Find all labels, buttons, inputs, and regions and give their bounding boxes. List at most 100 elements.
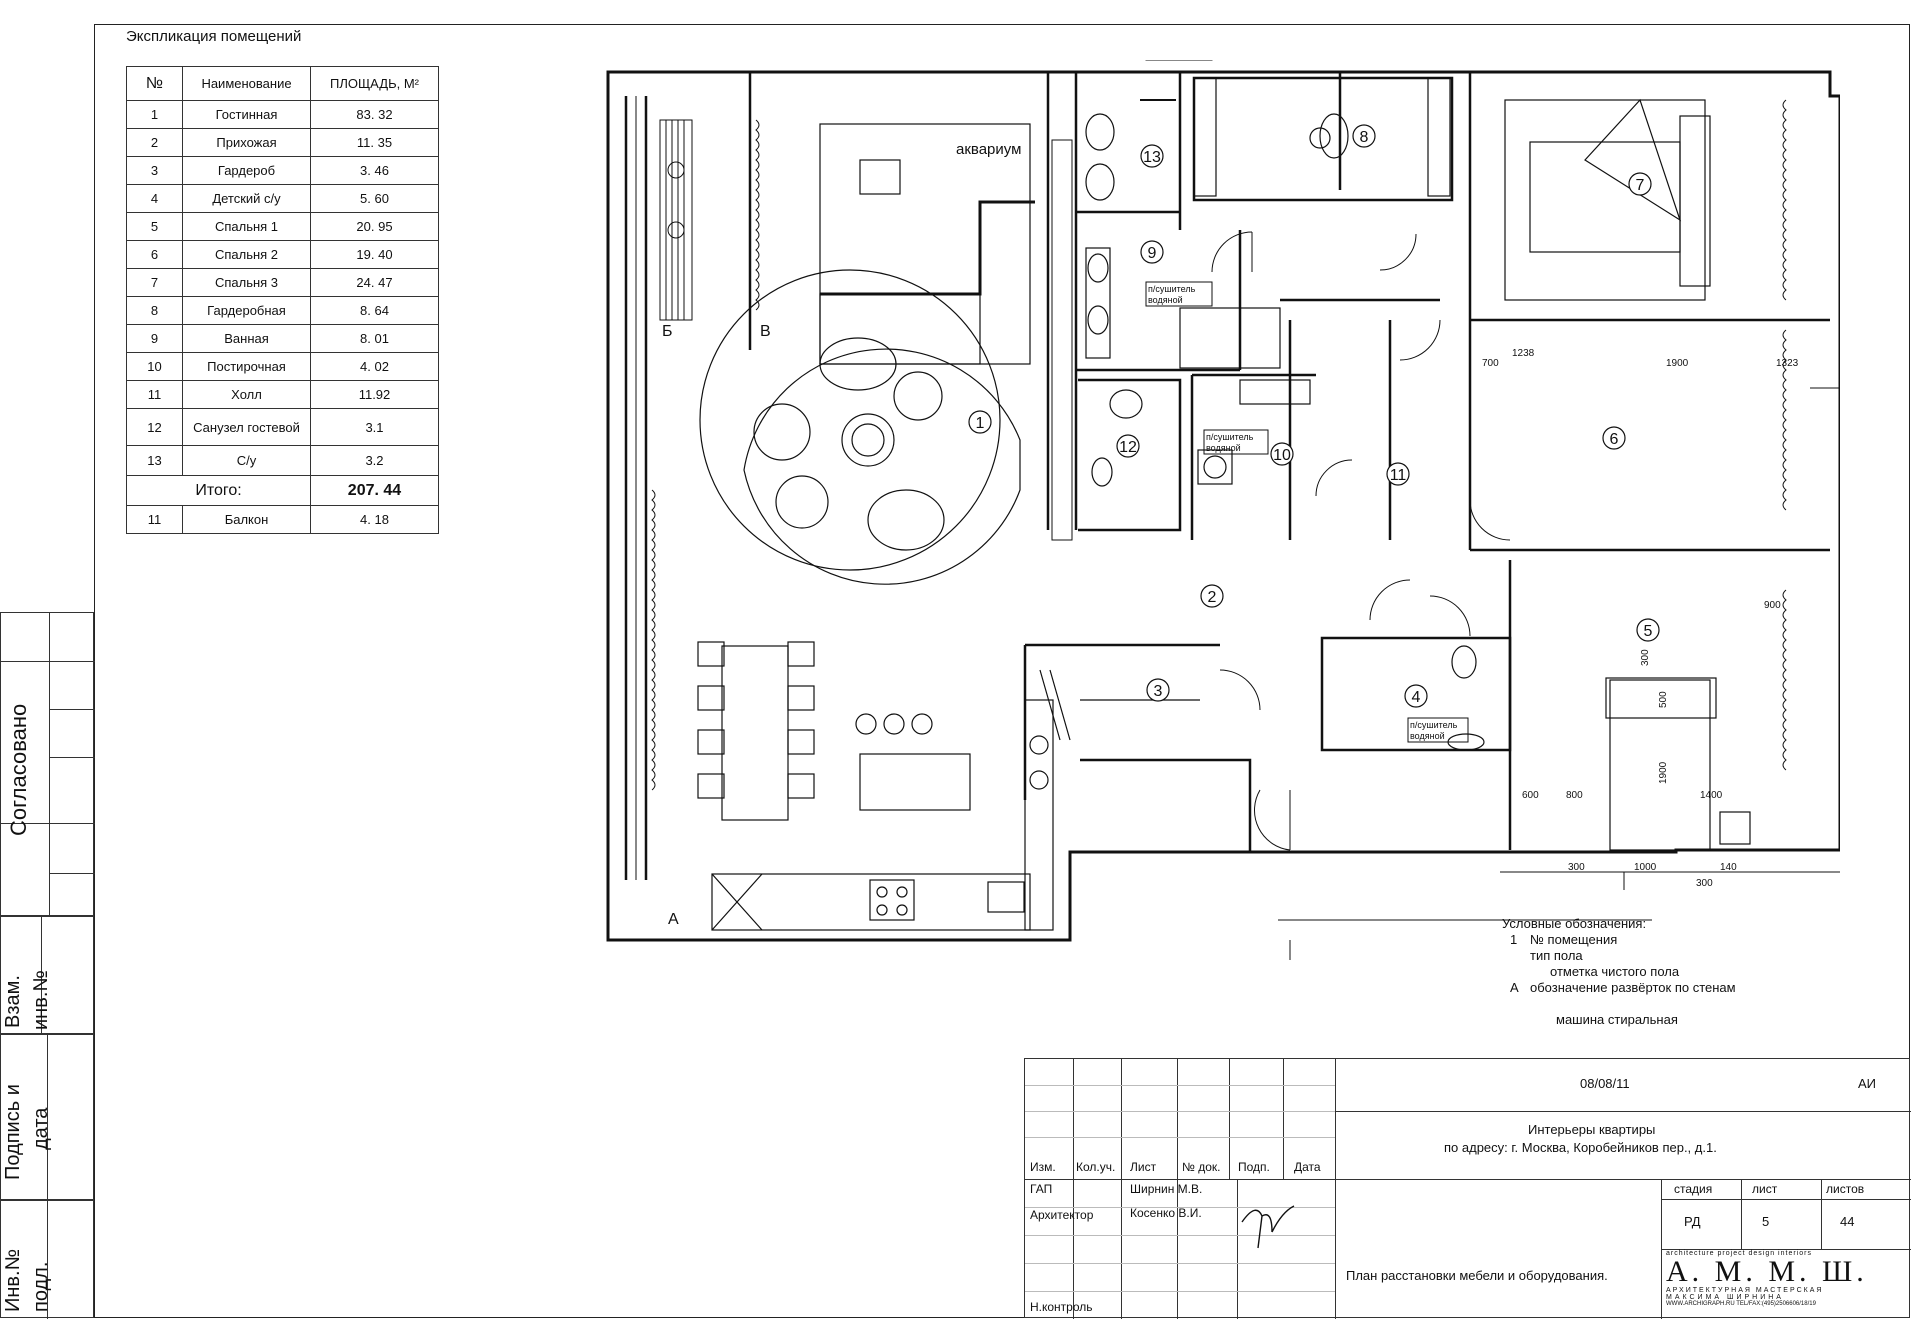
tb-code: АИ <box>1858 1076 1877 1091</box>
tb-col-doc: № док. <box>1182 1160 1221 1174</box>
title-block <box>1024 1058 1911 1319</box>
sign-date-label: дата <box>30 1107 52 1150</box>
dryer-label-8: водяной <box>1410 731 1445 741</box>
dryer-label-3: п/сушитель <box>1148 284 1196 294</box>
logo-main: А. М. М. Ш. <box>1666 1255 1868 1288</box>
curtains <box>651 99 1787 791</box>
row-name: Гардеробная <box>182 296 311 325</box>
tb-gap: ГАП <box>1030 1182 1053 1196</box>
row-area: 20. 95 <box>310 212 439 241</box>
row-name: Гардероб <box>182 156 311 185</box>
row-area: 19. 40 <box>310 240 439 269</box>
legend-room: № помещения <box>1530 932 1618 947</box>
row-num: 3 <box>126 156 183 185</box>
row-num: 5 <box>126 212 183 241</box>
row-num: 8 <box>126 296 183 325</box>
room-13: 13 <box>1140 144 1164 168</box>
tb-architect: Архитектор <box>1030 1208 1094 1222</box>
room-2: 2 <box>1200 584 1224 608</box>
svg-text:8: 8 <box>1360 129 1369 146</box>
dryer-label-4: водяной <box>1148 295 1183 305</box>
svg-text:5: 5 <box>1644 623 1653 640</box>
legend-washer: машина стиральная <box>1556 1012 1678 1027</box>
inner-walls <box>624 72 1830 880</box>
room-7: 7 <box>1628 172 1652 196</box>
dim-140: 140 <box>1720 862 1737 873</box>
replace-stamp: Взам. инв.№ <box>0 916 94 1035</box>
tb-sheet: 5 <box>1762 1214 1770 1229</box>
svg-text:7: 7 <box>1636 177 1645 194</box>
wall-mark-b: Б <box>662 323 673 340</box>
row-num: 7 <box>126 268 183 297</box>
legend-floor: тип пола <box>1530 948 1583 963</box>
outer-walls <box>606 70 1840 942</box>
legend-wall-mark: А <box>1510 980 1519 995</box>
explication-title: Экспликация помещений <box>126 28 302 45</box>
row-area: 4. 02 <box>310 352 439 381</box>
total-value: 207. 44 <box>310 475 439 506</box>
room-8: 8 <box>1352 124 1376 148</box>
header-area: ПЛОЩАДЬ, М² <box>310 66 439 101</box>
row-name: Балкон <box>182 505 311 534</box>
row-name: Спальня 3 <box>182 268 311 297</box>
dimension-texts: 2520 700 1238 1900 1323 900 600 800 1400… <box>1482 348 1799 889</box>
row-area: 11.92 <box>310 380 439 409</box>
row-name: Постирочная <box>182 352 311 381</box>
wall-mark-a: А <box>668 911 679 928</box>
svg-text:2: 2 <box>1208 589 1217 606</box>
svg-text:9: 9 <box>1148 245 1157 262</box>
tb-col-list: Лист <box>1130 1160 1157 1174</box>
room-10: 10 <box>1270 442 1294 466</box>
header-number: № <box>126 66 183 101</box>
room-12: 12 <box>1116 434 1140 458</box>
legend-wall: обозначение развёрток по стенам <box>1530 980 1736 995</box>
room-4: 4 <box>1404 684 1428 708</box>
dim-1000: 1000 <box>1634 862 1657 873</box>
floor-plan: А Б В аквариум п/сушитель водяной п/суши… <box>606 60 1840 960</box>
tb-drawing-title: План расстановки мебели и оборудования. <box>1346 1268 1608 1283</box>
vzam-inv-label: инв.№ <box>30 970 52 1030</box>
tb-architect-name: Косенко В.И. <box>1130 1206 1202 1220</box>
tb-stage-h: стадия <box>1674 1182 1713 1196</box>
living-furniture <box>697 123 1054 931</box>
room-11: 11 <box>1386 462 1410 486</box>
logo-sub-2: МАКСИМА ШИРНИНА <box>1666 1294 1784 1301</box>
row-num: 12 <box>126 408 183 446</box>
row-num: 10 <box>126 352 183 381</box>
row-num: 2 <box>126 128 183 157</box>
row-name: Гостинная <box>182 100 311 129</box>
row-name: Детский с/у <box>182 184 311 213</box>
svg-text:4: 4 <box>1412 689 1421 706</box>
svg-text:6: 6 <box>1610 431 1619 448</box>
dim-1400: 1400 <box>1700 790 1723 801</box>
row-num: 11 <box>126 380 183 409</box>
row-area: 8. 64 <box>310 296 439 325</box>
total-label: Итого: <box>126 475 311 506</box>
sheet-frame <box>94 24 1910 1318</box>
row-num: 4 <box>126 184 183 213</box>
room-6: 6 <box>1602 426 1626 450</box>
tb-col-podp: Подп. <box>1238 1160 1270 1174</box>
tb-sheets: 44 <box>1840 1214 1855 1229</box>
dryer-labels: п/сушитель водяной п/сушитель водяной п/… <box>1145 60 1469 743</box>
room-5: 5 <box>1636 618 1660 642</box>
signature-mark <box>1241 1205 1295 1249</box>
dimension-lines <box>1278 387 1840 960</box>
room-1: 1 <box>968 410 992 434</box>
doors <box>1211 231 1511 851</box>
row-name: Холл <box>182 380 311 409</box>
dim-1900v: 1900 <box>1658 761 1669 784</box>
row-area: 3. 46 <box>310 156 439 185</box>
dim-300a: 300 <box>1568 862 1585 873</box>
inv-label: Инв.№ <box>2 1248 24 1312</box>
row-name: С/у <box>182 445 311 476</box>
svg-text:11: 11 <box>1390 467 1407 484</box>
svg-text:1: 1 <box>976 415 985 432</box>
row-area: 5. 60 <box>310 184 439 213</box>
room-3: 3 <box>1146 678 1170 702</box>
row-name: Спальня 1 <box>182 212 311 241</box>
row-area: 3.1 <box>310 408 439 446</box>
svg-text:3: 3 <box>1154 683 1163 700</box>
dryer-label-6: водяной <box>1206 443 1241 453</box>
row-area: 4. 18 <box>310 505 439 534</box>
